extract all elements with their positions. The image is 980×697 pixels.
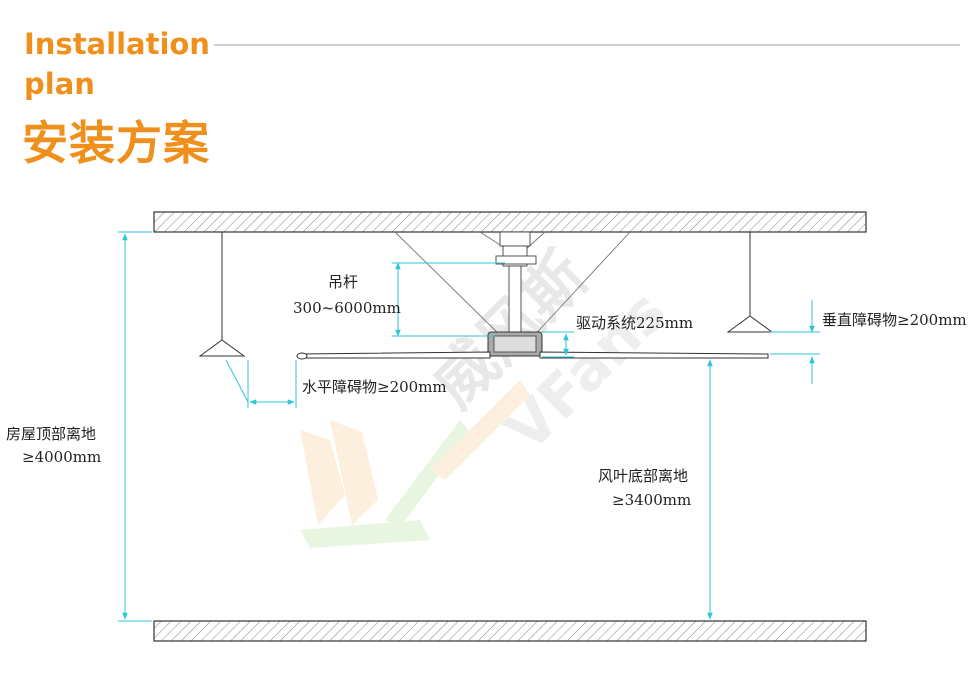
title-english-line-2: plan [24,67,95,101]
horizontal-obstacle-label: 水平障碍物≥200mm [302,378,447,396]
fan-mount [394,231,631,341]
blade-height-label: 风叶底部离地 [598,467,688,485]
blade-height-value: ≥3400mm [612,491,691,509]
drive-motor [487,331,543,357]
right-light [726,232,774,333]
floor-slab [153,620,867,642]
vertical-obstacle-label: 垂直障碍物≥200mm [822,311,967,329]
fan-blade [296,351,769,360]
left-light [198,232,246,357]
ceiling-height-value: ≥4000mm [22,448,101,466]
watermark-logo [300,380,530,548]
ceiling-slab [153,211,867,233]
title-english-line-1: Installation [24,27,210,61]
dimension-lines [118,231,820,622]
rod-length-label: 300~6000mm [293,299,401,317]
header-divider [214,44,960,46]
drive-system-label: 驱动系统225mm [576,314,693,332]
title-chinese: 安装方案 [22,116,210,170]
ceiling-height-label: 房屋顶部离地 [6,425,96,443]
rod-label: 吊杆 [328,273,358,291]
